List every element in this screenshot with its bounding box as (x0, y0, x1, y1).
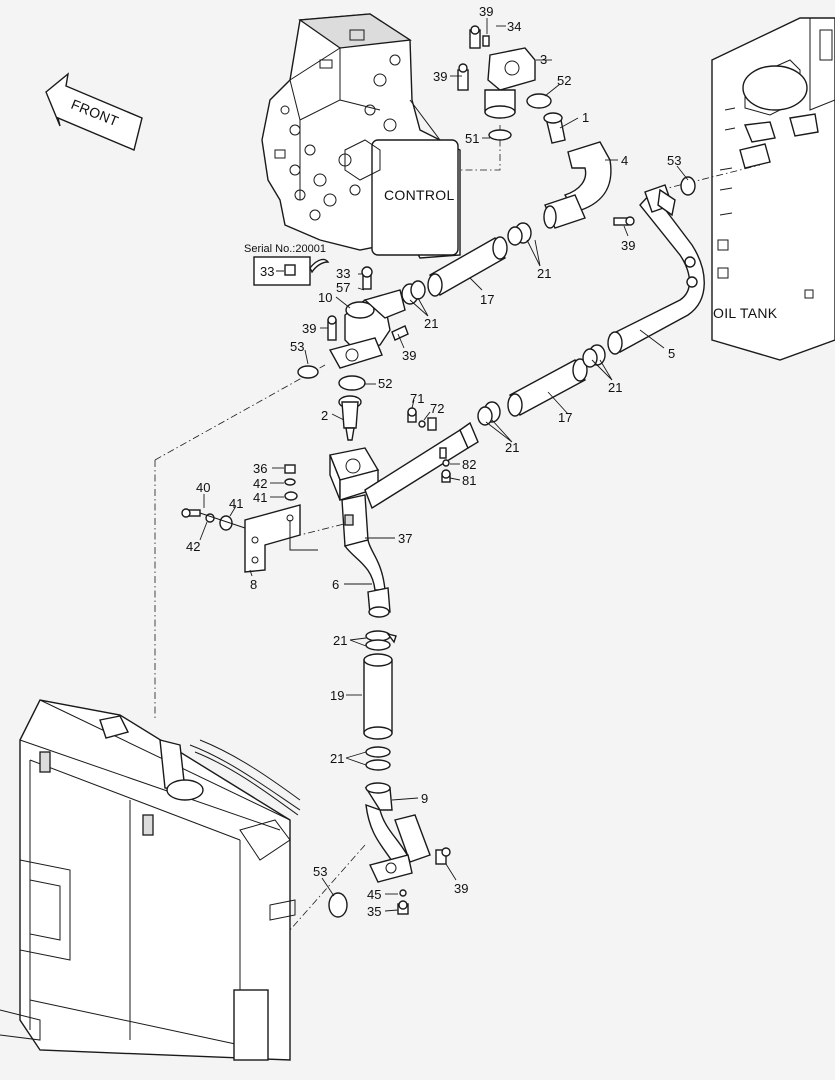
callout-81: 81 (462, 473, 476, 488)
callout-42: 42 (186, 539, 200, 554)
callout-3: 3 (540, 52, 547, 67)
callout-21: 21 (608, 380, 622, 395)
hose-upper-1 (507, 194, 586, 246)
callout-39: 39 (454, 881, 468, 896)
callout-33: 33 (336, 266, 350, 281)
callout-17: 17 (480, 292, 494, 307)
callout-6: 6 (332, 577, 339, 592)
callout-51: 51 (465, 131, 479, 146)
callout-21: 21 (505, 440, 519, 455)
leader-lines (199, 18, 689, 912)
callout-19: 19 (330, 688, 344, 703)
callout-71: 71 (410, 391, 424, 406)
flange-assembly-top (457, 25, 566, 144)
callout-41: 41 (253, 490, 267, 505)
callout-82: 82 (462, 457, 476, 472)
callout-labels: 39 34 3 39 52 1 51 4 53 39 21 33 57 10 1… (186, 4, 681, 919)
callout-37: 37 (398, 531, 412, 546)
hose-17-upper (427, 236, 508, 297)
oil-cooler (0, 699, 301, 1061)
callout-45: 45 (367, 887, 381, 902)
callout-2: 2 (321, 408, 328, 423)
callout-21: 21 (537, 266, 551, 281)
callout-39: 39 (433, 69, 447, 84)
callout-39: 39 (479, 4, 493, 19)
pipe-9 (328, 782, 451, 918)
callout-39: 39 (402, 348, 416, 363)
centerline-5 (659, 164, 761, 191)
callout-36: 36 (253, 461, 267, 476)
callout-21: 21 (330, 751, 344, 766)
hose-17-lower (477, 344, 606, 426)
callout-17: 17 (558, 410, 572, 425)
callout-35: 35 (367, 904, 381, 919)
serial-callout: Serial No.:20001 33 (244, 243, 330, 286)
callout-52: 52 (378, 376, 392, 391)
clamp-b (410, 280, 426, 300)
oil-tank: OIL TANK (711, 17, 835, 361)
front-arrow: FRONT (45, 72, 143, 151)
callout-9: 9 (421, 791, 428, 806)
fitting-10 (297, 266, 409, 391)
callout-41: 41 (229, 496, 243, 511)
control-valve: CONTROL (261, 13, 461, 259)
serial-part-number: 33 (260, 264, 274, 279)
callout-57: 57 (336, 280, 350, 295)
callout-53: 53 (290, 339, 304, 354)
small-parts-stack (284, 464, 298, 501)
pipe-5 (607, 176, 705, 355)
callout-34: 34 (507, 19, 521, 34)
serial-label: Serial No.:20001 (244, 243, 326, 255)
hose-19 (363, 630, 397, 771)
callout-21: 21 (333, 633, 347, 648)
callout-10: 10 (318, 290, 332, 305)
callout-21: 21 (424, 316, 438, 331)
callout-53: 53 (313, 864, 327, 879)
fitting-2 (338, 395, 362, 441)
control-label: CONTROL (384, 187, 455, 203)
centerline-4 (289, 844, 366, 931)
callout-42: 42 (253, 476, 267, 491)
callout-8: 8 (250, 577, 257, 592)
tee-block (329, 417, 479, 618)
callout-53: 53 (667, 153, 681, 168)
callout-1: 1 (582, 110, 589, 125)
oil-tank-label: OIL TANK (713, 305, 778, 321)
centerline-2 (154, 364, 326, 461)
bracket-8 (181, 504, 318, 573)
callout-4: 4 (621, 153, 628, 168)
callout-39: 39 (621, 238, 635, 253)
callout-40: 40 (196, 480, 210, 495)
callout-39: 39 (302, 321, 316, 336)
callout-72: 72 (430, 401, 444, 416)
callout-52: 52 (557, 73, 571, 88)
callout-5: 5 (668, 346, 675, 361)
